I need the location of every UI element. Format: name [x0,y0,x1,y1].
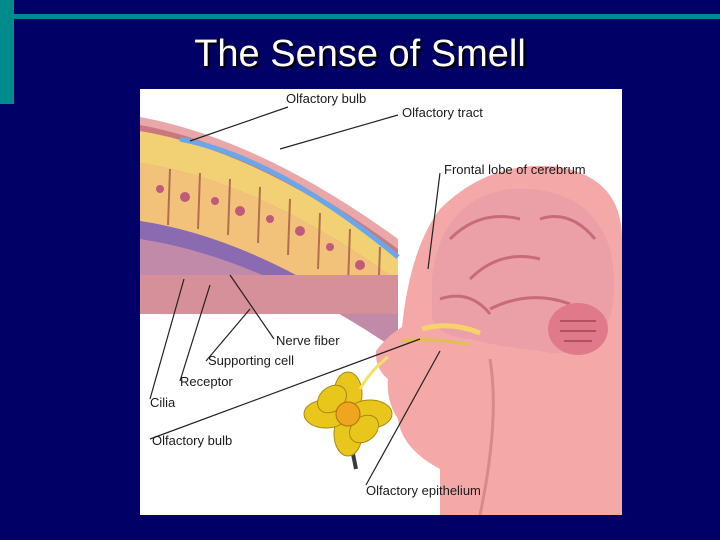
label-cilia: Cilia [150,395,175,411]
label-olfactory-bulb-bottom: Olfactory bulb [152,433,232,449]
accent-line [14,14,720,19]
label-olfactory-tract: Olfactory tract [402,105,483,121]
smell-diagram: Olfactory bulb Olfactory tract Frontal l… [140,89,622,515]
inset-enlargement [140,89,398,351]
label-receptor: Receptor [180,374,233,390]
head-cross-section [376,166,622,515]
diagram-illustration [140,89,622,515]
label-olfactory-epithelium: Olfactory epithelium [366,483,481,499]
slide-title: The Sense of Smell [0,30,720,78]
label-supporting-cell: Supporting cell [208,353,294,369]
label-frontal-lobe: Frontal lobe of cerebrum [444,162,586,178]
label-nerve-fiber: Nerve fiber [276,333,340,349]
label-olfactory-bulb-top: Olfactory bulb [286,91,366,107]
daffodil-flower [304,357,392,469]
